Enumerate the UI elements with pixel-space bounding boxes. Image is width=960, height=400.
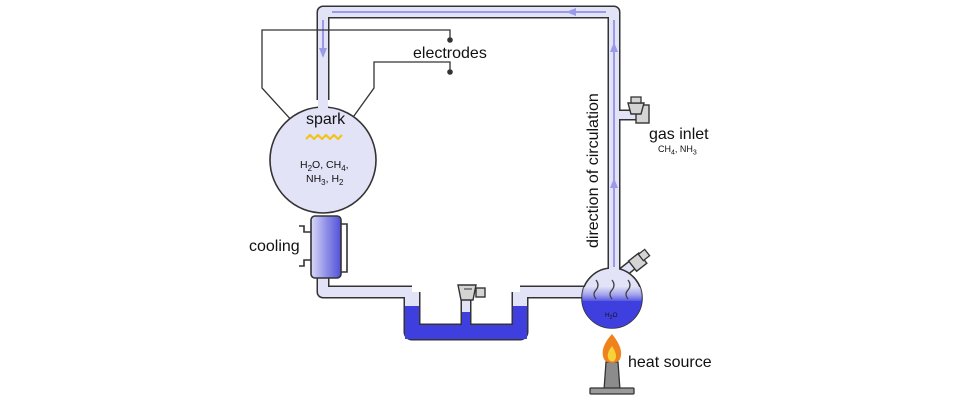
label-spark-gases-line2: NH3, H2 xyxy=(306,173,344,187)
arrow-head-left xyxy=(319,48,327,58)
u-trap-water xyxy=(405,306,527,339)
spark-flask-neck-top xyxy=(318,100,328,112)
flask-stopcock xyxy=(627,248,651,273)
spark-zigzag xyxy=(305,133,343,141)
electrode-terminal-top xyxy=(447,37,453,43)
arrow-head-right-lower xyxy=(610,178,618,188)
arrow-head-top xyxy=(566,8,576,16)
electrode-terminal-bottom xyxy=(447,69,453,75)
electrode-wires xyxy=(261,29,451,135)
label-inlet-gases: CH4, NH3 xyxy=(658,144,697,157)
steam-wisps xyxy=(593,279,631,300)
condenser xyxy=(299,215,348,279)
label-spark-gases-line1: H2O, CH4, xyxy=(300,159,349,173)
label-heat-source: heat source xyxy=(628,354,712,371)
label-direction-of-circulation: direction of circulation xyxy=(585,93,602,248)
flame xyxy=(602,334,622,363)
circulation-arrows xyxy=(319,8,618,290)
label-flask-water: H2O xyxy=(605,312,618,321)
burner xyxy=(589,361,635,395)
label-gas-inlet: gas inlet xyxy=(649,126,709,143)
label-spark: spark xyxy=(306,111,346,128)
label-electrodes: electrodes xyxy=(413,45,487,62)
label-cooling: cooling xyxy=(249,238,300,255)
arrow-head-right-upper xyxy=(610,42,618,52)
gas-inlet-stopcock xyxy=(627,96,650,124)
u-trap-stopcock xyxy=(457,284,486,301)
